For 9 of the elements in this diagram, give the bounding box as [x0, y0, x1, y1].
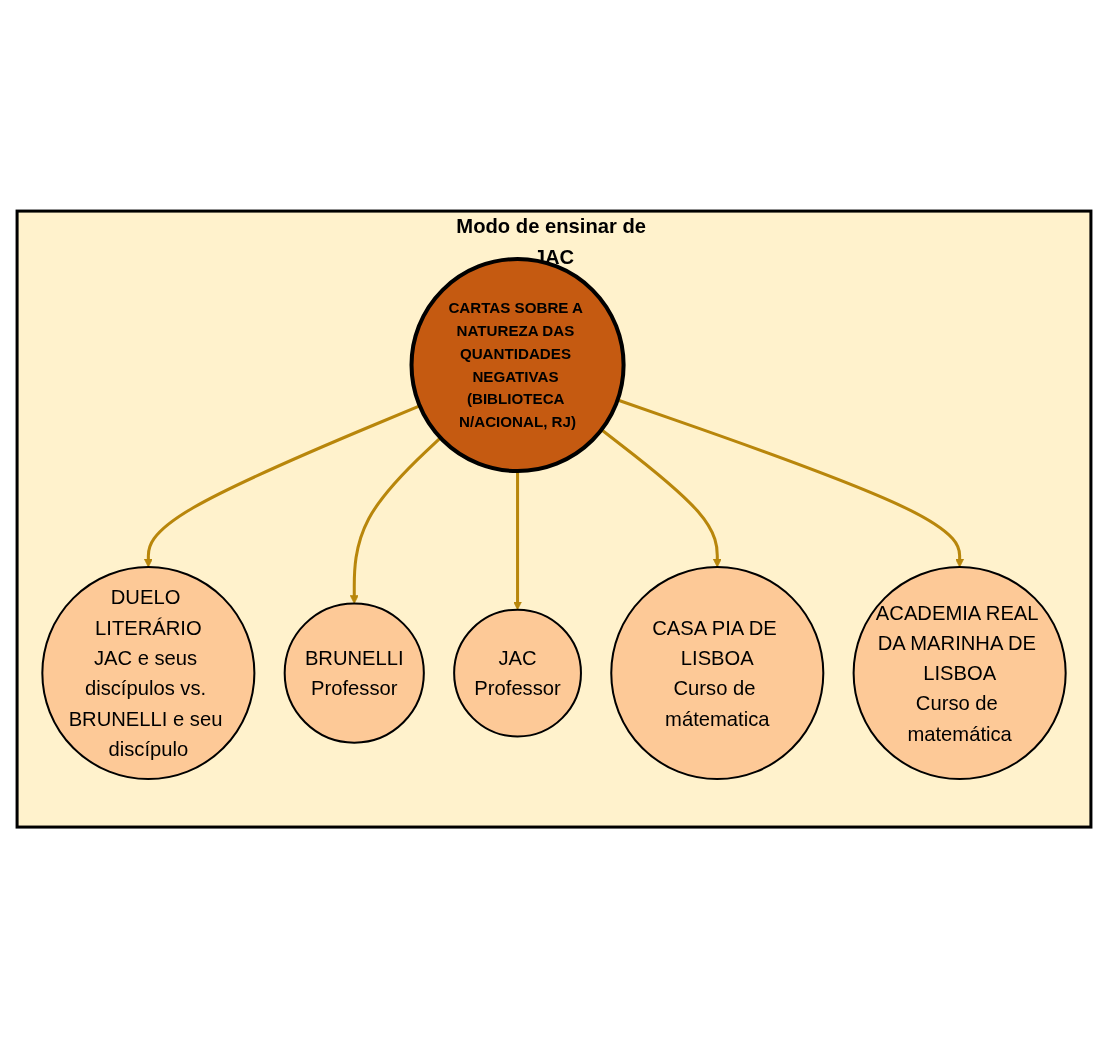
node-circle: DUELO LITERÁRIO JAC e seus discípulos vs. BRUNELLI e seu discípulo: [41, 565, 256, 781]
node-circle: CASA PIA DE LISBOA Curso de mátematica: [610, 565, 825, 781]
arrow: [600, 428, 722, 568]
arrow: [513, 471, 522, 610]
arrow: [617, 398, 965, 568]
arrow: [349, 436, 442, 604]
node-circle: ACADEMIA REAL DA MARINHA DE LISBOA Curso de matemática: [852, 565, 1067, 781]
node-circle: BRUNELLI Professor: [283, 602, 425, 744]
node-circle: JAC Professor: [453, 608, 582, 738]
